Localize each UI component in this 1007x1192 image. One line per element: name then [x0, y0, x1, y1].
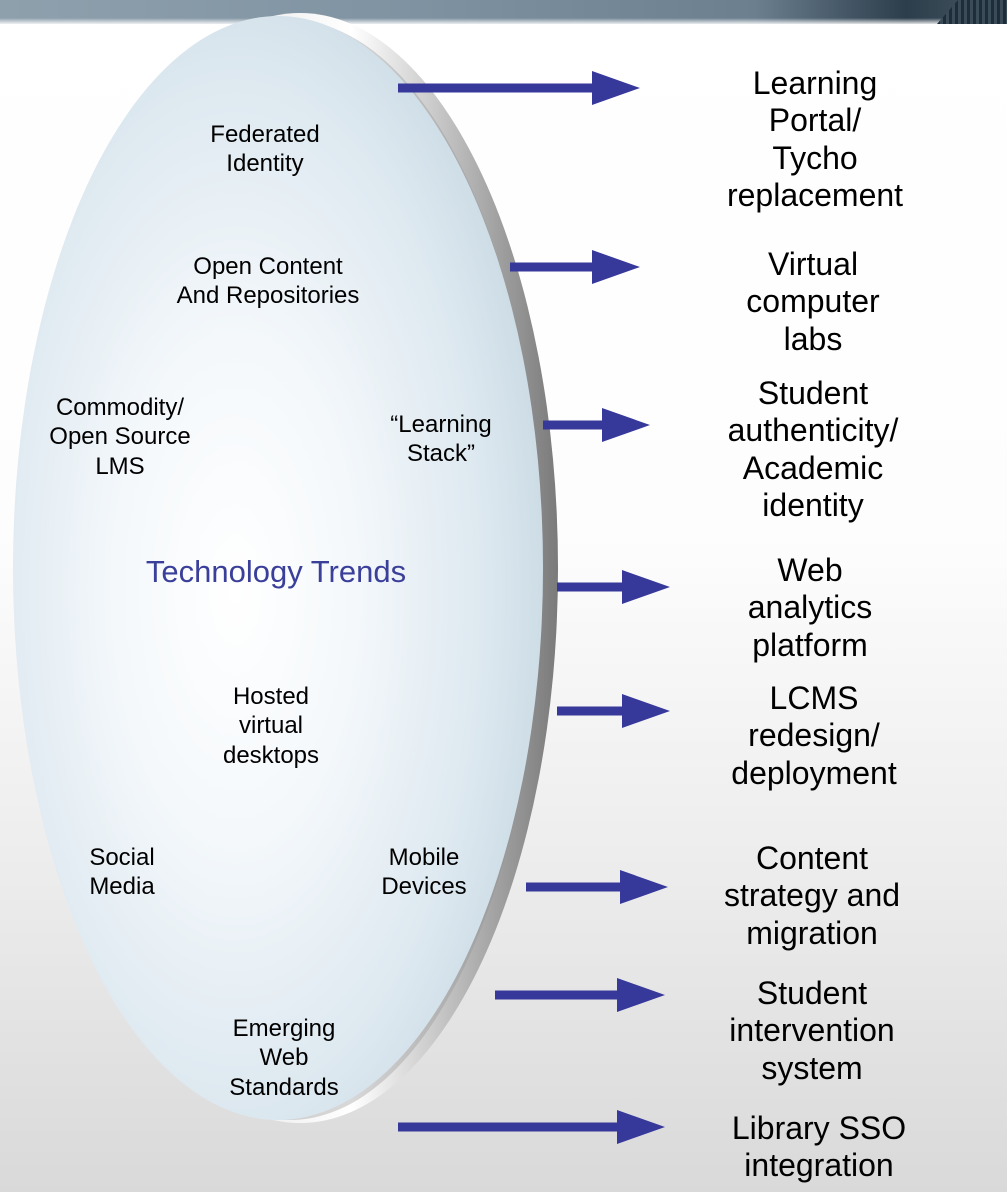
- outcome-content-strategy: Content strategy and migration: [723, 840, 901, 951]
- trend-federated-identity: Federated Identity: [210, 121, 320, 178]
- lens-face: [13, 16, 543, 1120]
- outcome-student-authenticity: Student authenticity/ Academic identity: [727, 375, 899, 524]
- trend-hosted-virtual-desktops: Hosted virtual desktops: [222, 683, 320, 769]
- arrow-to-virtual-labs: [510, 250, 640, 284]
- trend-emerging-web-standards: Emerging Web Standards: [229, 1015, 339, 1101]
- trend-learning-stack: “Learning Stack”: [390, 411, 492, 468]
- trend-mobile-devices: Mobile Devices: [381, 844, 467, 901]
- outcome-lcms-redesign: LCMS redesign/ deployment: [731, 680, 897, 791]
- outcome-student-intervention: Student intervention system: [729, 975, 895, 1086]
- arrow-to-content-strategy: [526, 870, 668, 904]
- arrow-group: [398, 71, 670, 1144]
- arrow-to-student-intervention: [495, 978, 665, 1012]
- top-banner: [0, 0, 1007, 24]
- arrow-to-web-analytics: [557, 570, 670, 604]
- outcome-web-analytics: Web analytics platform: [747, 552, 873, 663]
- outcome-virtual-computer-labs: Virtual computer labs: [746, 246, 880, 357]
- arrow-to-student-authenticity: [543, 408, 650, 442]
- trend-open-content: Open Content And Repositories: [176, 253, 360, 310]
- outcome-library-sso: Library SSO integration: [731, 1110, 907, 1184]
- arrow-to-lcms: [557, 694, 670, 728]
- arrow-to-learning-portal: [398, 71, 640, 105]
- arrow-to-library-sso: [398, 1110, 665, 1144]
- trend-commodity-lms: Commodity/ Open Source LMS: [49, 394, 191, 480]
- technology-trends-title: Technology Trends: [145, 554, 407, 589]
- outcome-learning-portal: Learning Portal/ Tycho replacement: [726, 65, 904, 214]
- trend-social-media: Social Media: [89, 844, 155, 901]
